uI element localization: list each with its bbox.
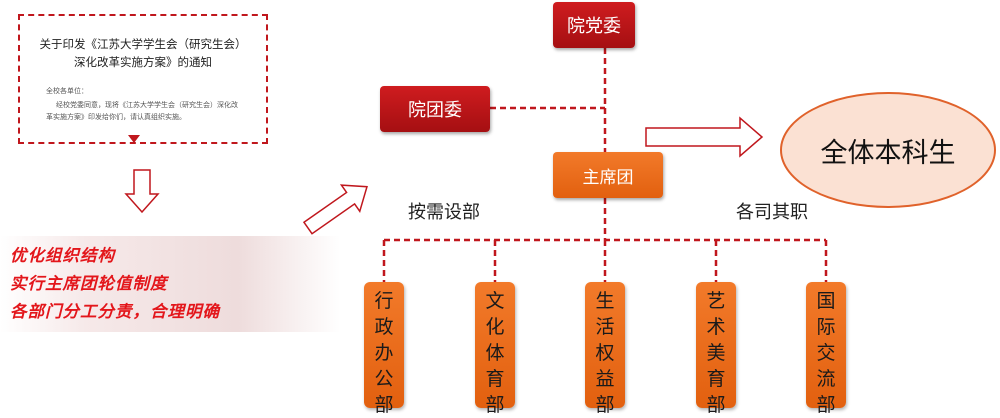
notice-title-line2: 深化改革实施方案》的通知 (74, 55, 212, 69)
notice-title-line1: 关于印发《江苏大学学生会（研究生会） (39, 37, 247, 51)
label-own-duties: 各司其职 (736, 202, 808, 223)
diagonal-arrow-icon (302, 184, 368, 235)
dept-char: 流 (816, 368, 836, 390)
dept-char: 部 (816, 394, 836, 416)
dept-char: 部 (706, 394, 726, 416)
dept-life-rights: 生 活 权 益 部 (585, 282, 625, 416)
dept-char: 文 (485, 290, 505, 312)
dept-char: 权 (595, 342, 615, 364)
dept-culture-sports: 文 化 体 育 部 (475, 282, 515, 416)
label-as-needed: 按需设部 (408, 202, 480, 223)
dept-char: 公 (374, 368, 394, 390)
dept-char: 艺 (706, 290, 726, 312)
youth-league-box: 院团委 (380, 86, 490, 132)
dept-char: 部 (374, 394, 394, 416)
dept-administration: 行 政 办 公 部 (364, 282, 404, 416)
notice-body-line1: 经校党委同意，现将《江苏大学学生会（研究生会）深化改 (56, 101, 238, 109)
party-committee-box: 院党委 (553, 2, 635, 48)
dept-char: 交 (816, 342, 836, 364)
dept-char: 部 (485, 394, 505, 416)
dept-arts: 艺 术 美 育 部 (696, 282, 736, 416)
dept-char: 活 (595, 316, 615, 338)
dept-char: 育 (706, 368, 726, 390)
dept-international: 国 际 交 流 部 (806, 282, 846, 416)
dept-char: 际 (816, 316, 836, 338)
all-students-oval: 全体本科生 (780, 92, 996, 208)
dept-char: 办 (374, 342, 394, 364)
dept-char: 政 (374, 316, 394, 338)
right-arrow-icon (645, 116, 764, 158)
down-arrow-icon (124, 169, 160, 214)
presidium-box: 主席团 (553, 152, 663, 198)
slogan-1: 优化组织结构 (10, 246, 115, 265)
notice-salutation: 全校各单位： (46, 87, 88, 95)
dept-char: 术 (706, 316, 726, 338)
dept-char: 美 (706, 342, 726, 364)
notice-document: 关于印发《江苏大学学生会（研究生会） 深化改革实施方案》的通知 全校各单位： 经… (18, 14, 268, 144)
dept-char: 化 (485, 316, 505, 338)
dept-char: 育 (485, 368, 505, 390)
dept-char: 体 (485, 342, 505, 364)
dept-char: 国 (816, 290, 836, 312)
dept-char: 部 (595, 394, 615, 416)
dept-char: 益 (595, 368, 615, 390)
dept-char: 行 (374, 290, 394, 312)
slogan-3: 各部门分工分责，合理明确 (10, 302, 220, 321)
slogan-banner (0, 236, 340, 332)
dept-char: 生 (595, 290, 615, 312)
notice-body-line2: 革实施方案》印发给你们，请认真组织实施。 (46, 113, 186, 121)
slogan-2: 实行主席团轮值制度 (10, 274, 168, 293)
notice-tab-icon (128, 135, 140, 143)
